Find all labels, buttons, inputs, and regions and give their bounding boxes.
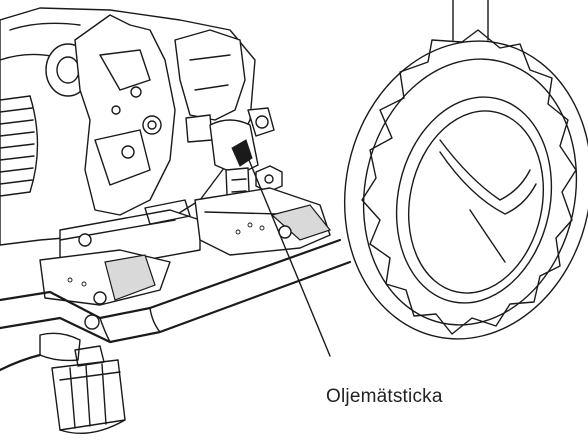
cooling-fins (0, 95, 39, 197)
engine-body (0, 7, 256, 271)
callout-label-dipstick: Oljemätsticka (326, 386, 443, 407)
engine-mount-left (39, 249, 171, 306)
engine-mount-right (194, 187, 332, 256)
tube-frame (0, 238, 352, 372)
wheel (343, 0, 588, 340)
callout-leader-line (243, 147, 331, 357)
rubber-foot (51, 345, 126, 435)
